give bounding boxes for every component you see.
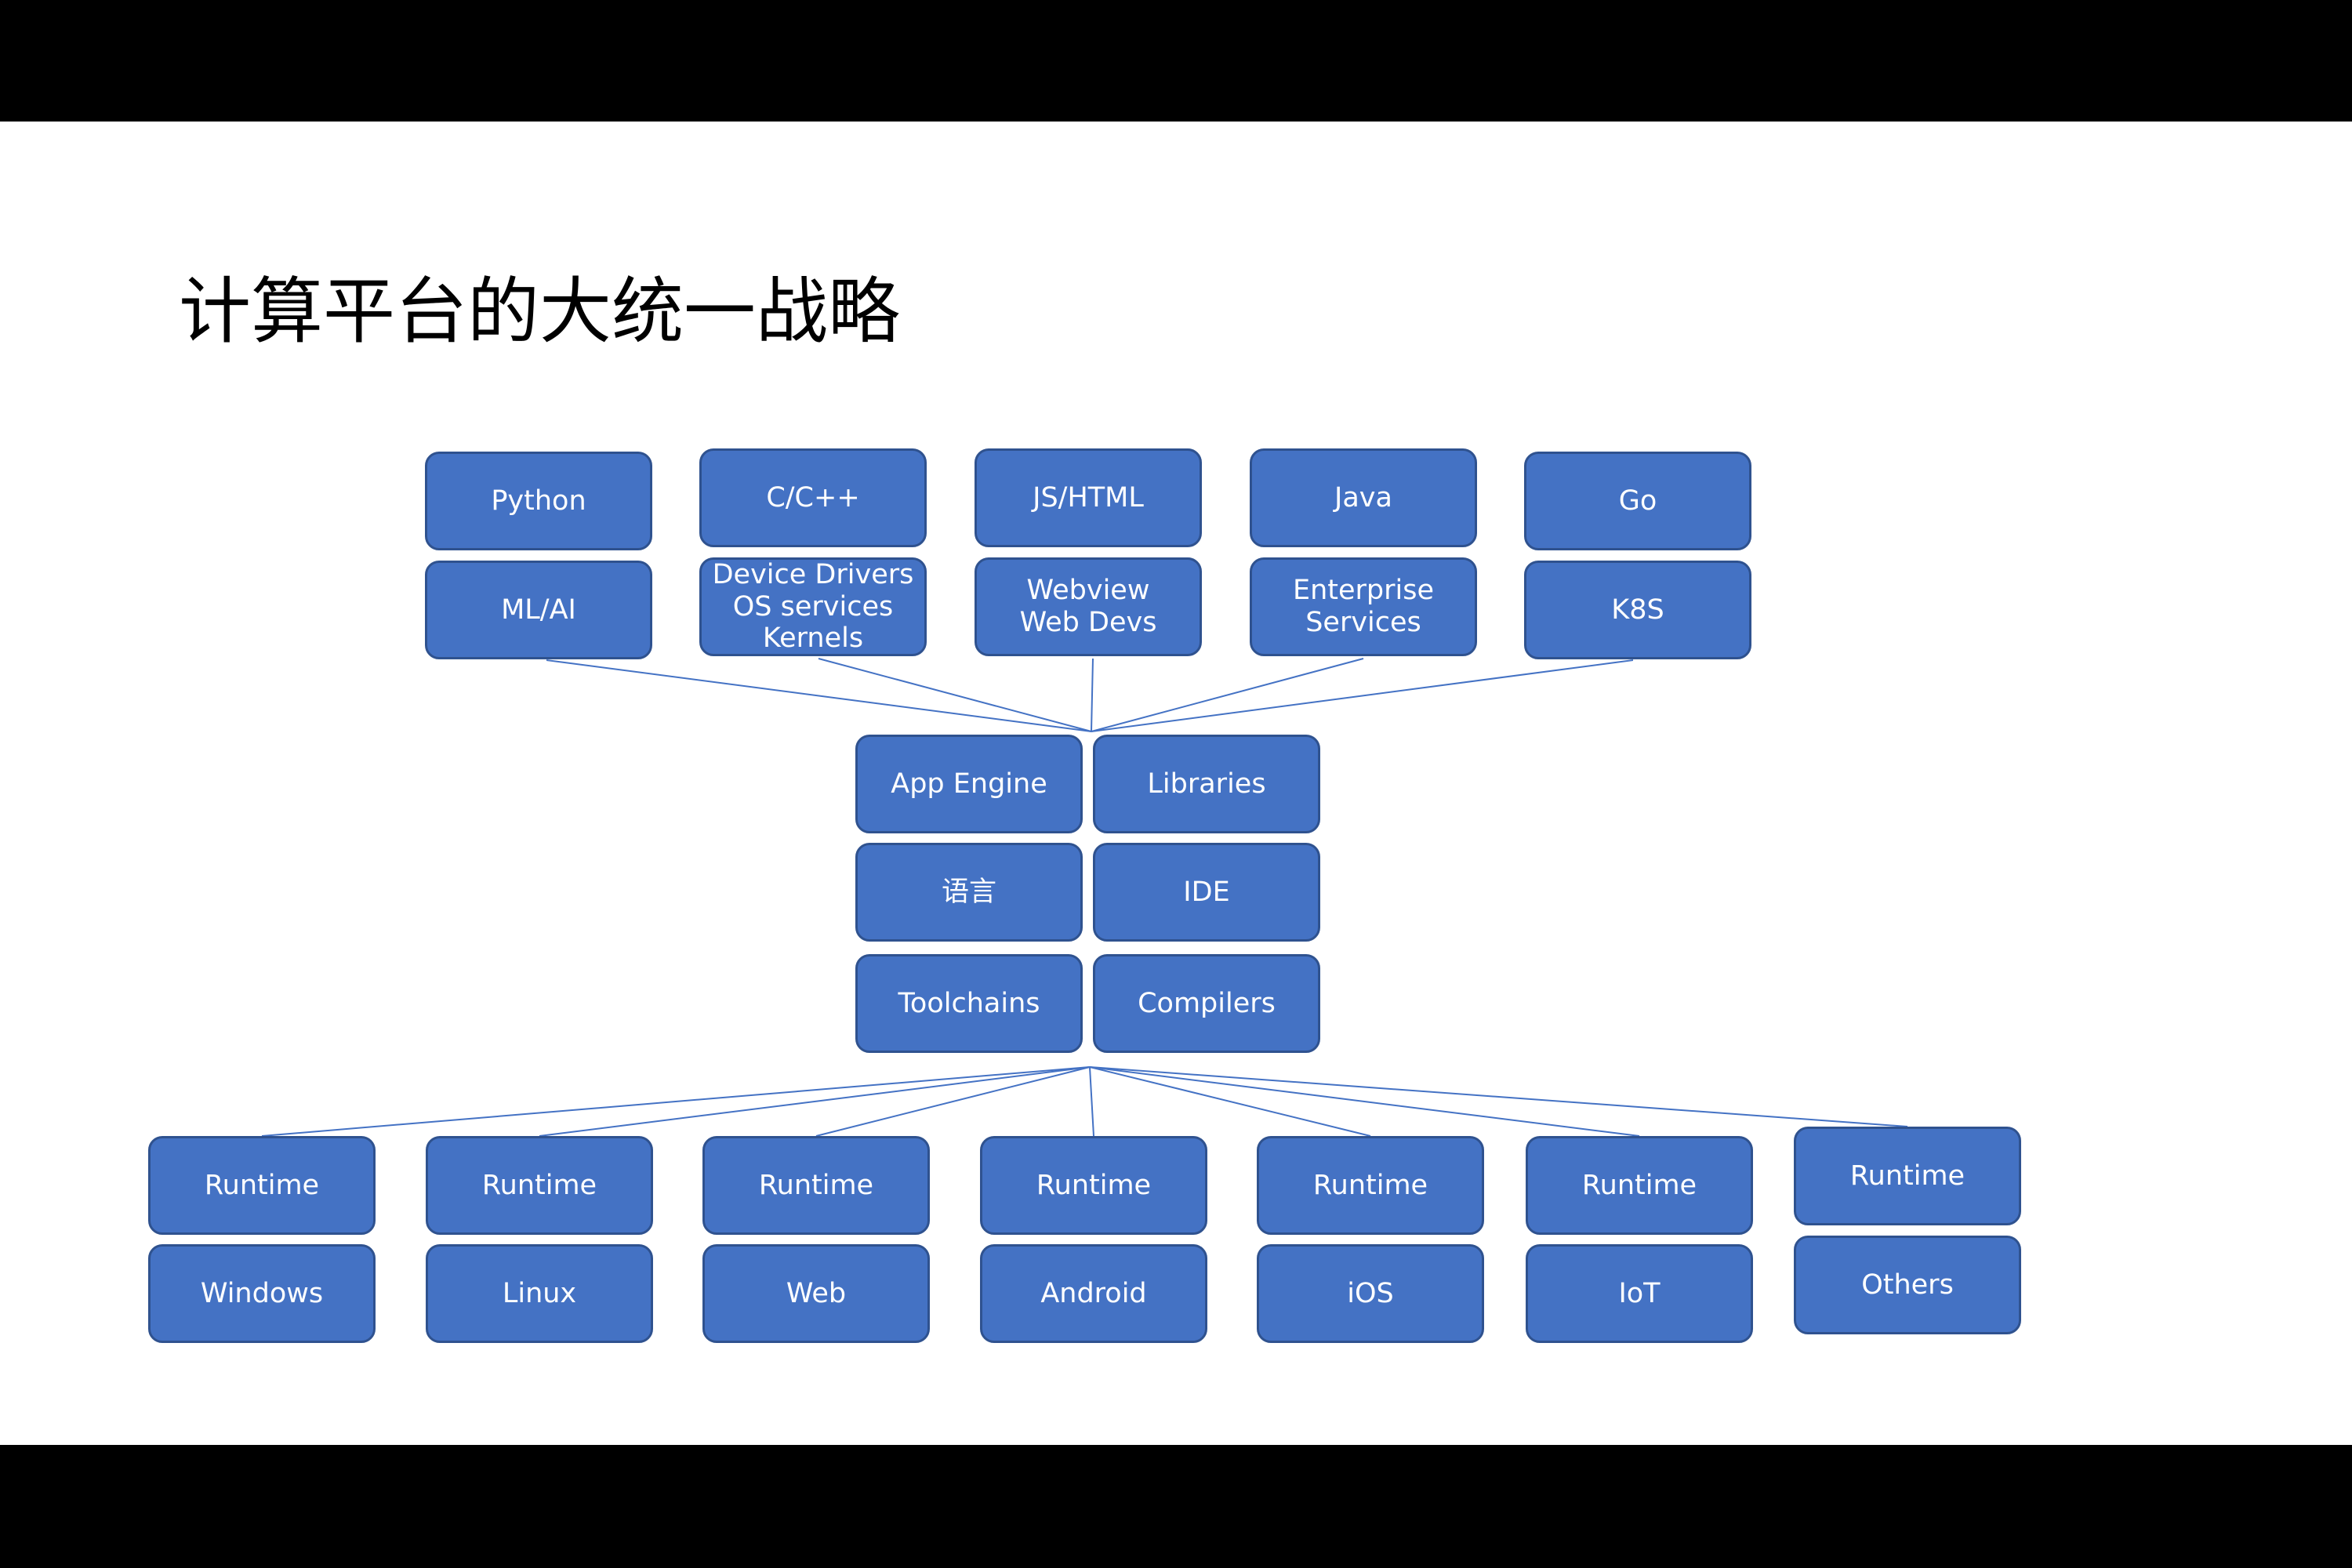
connector-language-go	[1091, 659, 1634, 732]
top-letterbox-bar	[0, 0, 2352, 122]
bottom-letterbox-bar	[0, 1445, 2352, 1568]
connector-platform-others	[1089, 1066, 1908, 1127]
connector-language-java	[1091, 658, 1364, 732]
iot-box: IoT	[1526, 1244, 1753, 1343]
ml-ai-box: ML/AI	[425, 561, 652, 659]
go-box: Go	[1524, 452, 1751, 550]
connector-platform-windows	[261, 1066, 1091, 1137]
connector-language-jshtml	[1091, 658, 1094, 732]
android-box: Android	[980, 1244, 1207, 1343]
connector-platform-android	[1089, 1066, 1094, 1137]
runtime-box-linux: Runtime	[426, 1136, 653, 1235]
js-html-box: JS/HTML	[975, 448, 1202, 547]
toolchains-box: Toolchains	[855, 954, 1083, 1053]
language-box: 语言	[855, 843, 1083, 942]
device-drivers-box: Device Drivers OS services Kernels	[699, 557, 927, 656]
runtime-box-iot: Runtime	[1526, 1136, 1753, 1235]
connector-lines	[261, 658, 1908, 1137]
others-box: Others	[1794, 1236, 2021, 1334]
connector-language-python	[546, 659, 1092, 732]
webview-box: Webview Web Devs	[975, 557, 1202, 656]
connector-language-cpp	[818, 658, 1092, 732]
runtime-box-ios: Runtime	[1257, 1136, 1484, 1235]
connector-platform-web	[815, 1066, 1091, 1137]
libraries-box: Libraries	[1093, 735, 1320, 833]
compilers-box: Compilers	[1093, 954, 1320, 1053]
slide-title: 计算平台的大统一战略	[179, 270, 901, 354]
connector-platform-iot	[1089, 1066, 1640, 1137]
k8s-box: K8S	[1524, 561, 1751, 659]
cpp-box: C/C++	[699, 448, 927, 547]
python-box: Python	[425, 452, 652, 550]
runtime-box-others: Runtime	[1794, 1127, 2021, 1225]
web-box: Web	[702, 1244, 930, 1343]
ide-box: IDE	[1093, 843, 1320, 942]
linux-box: Linux	[426, 1244, 653, 1343]
runtime-box-web: Runtime	[702, 1136, 930, 1235]
connector-platform-ios	[1089, 1066, 1371, 1137]
ios-box: iOS	[1257, 1244, 1484, 1343]
slide: 计算平台的大统一战略 Python ML/AI C/C++ Device Dri…	[0, 122, 2352, 1445]
app-engine-box: App Engine	[855, 735, 1083, 833]
runtime-box-android: Runtime	[980, 1136, 1207, 1235]
java-box: Java	[1250, 448, 1477, 547]
connector-platform-linux	[539, 1066, 1091, 1137]
windows-box: Windows	[148, 1244, 376, 1343]
runtime-box-windows: Runtime	[148, 1136, 376, 1235]
enterprise-services-box: Enterprise Services	[1250, 557, 1477, 656]
